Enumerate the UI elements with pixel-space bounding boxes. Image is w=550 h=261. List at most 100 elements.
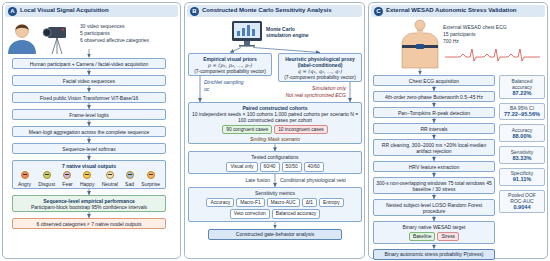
- torso-figure: [402, 20, 438, 68]
- option-chip: 90 congruent cases: [222, 125, 272, 135]
- annotation-label: Late fusion: [246, 177, 270, 183]
- box-text: (7-component probability vector): [281, 74, 359, 80]
- box-text: Balanced accuracy: [276, 211, 317, 217]
- computer-icon: [232, 21, 262, 47]
- option-chip: 60/40: [260, 162, 280, 172]
- process-box: Sequence-level empirical performancePart…: [12, 195, 166, 212]
- box-text: 83.33%: [502, 155, 542, 162]
- process-box: Empirical visual priorsp = (p₁, p₂, ...,…: [188, 53, 272, 76]
- participant-head: [16, 25, 29, 38]
- panel-header: ALocal Visual Signal Acquisition: [5, 5, 178, 17]
- ecg-sensor: [416, 44, 424, 49]
- box-text: Constructed gate-behavior analysis: [211, 231, 339, 237]
- ecg-trace: [445, 49, 540, 61]
- annotation-label: Dirichlet sampling: [204, 79, 243, 85]
- process-box: Fixed public Vision Transformer ViT-Base…: [12, 92, 166, 103]
- annotation-label: αc: [204, 86, 209, 92]
- box-text: 90 congruent cases: [226, 127, 268, 133]
- box-text: Sensitivity metrics: [191, 190, 359, 196]
- flow-arrow: [275, 174, 276, 187]
- panel-title: Local Visual Signal Acquisition: [20, 7, 109, 14]
- option-chip: 50/50: [282, 162, 302, 172]
- panel-header: CExternal WESAD Autonomic Stress Validat…: [371, 5, 545, 17]
- process-box: Chest ECG acquisition: [373, 75, 495, 86]
- head: [415, 20, 425, 30]
- box-text: 300-s non-overlapping windows 75 total w…: [376, 180, 492, 192]
- process-box: Paired constructed cohorts10 independent…: [188, 102, 362, 144]
- metric-box: BA 95% CI77.22–95.56%: [499, 103, 545, 121]
- box-heading: Heuristic physiological proxy (label-con…: [281, 56, 359, 68]
- chest-strap: [402, 45, 438, 48]
- annotation-label: External WESAD chest ECG: [443, 24, 507, 30]
- annotation-label: 5 participants: [80, 30, 110, 36]
- box-text: 88.00%: [502, 133, 542, 140]
- participant-figure: [8, 25, 36, 55]
- process-box: Facial video sequences: [12, 75, 166, 86]
- box-heading: 7 native visual outputs: [15, 163, 163, 169]
- record-dot: [62, 29, 64, 31]
- option-chip: Visual only: [226, 162, 257, 172]
- box-text: Participant-block bootstrap 95% confiden…: [15, 204, 163, 210]
- box-text: Mean-logit aggregation across the comple…: [15, 129, 163, 135]
- annotation-label: Monte Carlo simulation engine: [266, 26, 320, 38]
- acquisition-arrow: [420, 69, 421, 75]
- process-box: 6 observed categories ≠ 7 native model o…: [12, 218, 166, 229]
- chip-group: 90 congruent cases 10 incongruent cases: [191, 125, 359, 135]
- process-box: Frame-level logits: [12, 109, 166, 120]
- monitor-screen: [234, 23, 260, 38]
- box-text: 91.11%: [502, 176, 542, 183]
- metric-box: Sensitivity83.33%: [499, 146, 545, 164]
- metric-box: Specificity91.11%: [499, 168, 545, 186]
- flow-arrow: [275, 144, 276, 151]
- box-text: 87.22%: [502, 90, 542, 97]
- option-chip: Stress: [437, 232, 459, 242]
- engine-arrow: [253, 48, 320, 53]
- box-text: RR intervals: [376, 126, 492, 132]
- option-chip: Macro-AUC: [267, 198, 300, 208]
- box-text: Binary native WESAD target: [376, 224, 492, 230]
- box-text: Δf1: [306, 200, 313, 206]
- emotion-label: Sad: [125, 171, 134, 187]
- process-box: RR intervals: [373, 123, 495, 134]
- monitor-stand: [244, 41, 250, 45]
- option-chip: Macro-F1: [236, 198, 265, 208]
- process-box: Tested configurationsVisual only60/4050/…: [188, 151, 362, 174]
- panel-letter: C: [374, 7, 383, 16]
- box-text: Human participant + Camera / facial-vide…: [15, 61, 163, 67]
- process-box: Nested subject-level LOSO Random Forest …: [373, 199, 495, 216]
- box-text: 6 observed categories ≠ 7 native model o…: [15, 221, 163, 227]
- flow-arrow: [200, 76, 201, 102]
- engine-arrow: [230, 48, 241, 53]
- box-text: Chest ECG acquisition: [376, 78, 492, 84]
- annotation-label: 700 Hz: [443, 38, 459, 44]
- box-text: Tested configurations: [191, 154, 359, 160]
- screen-bar: [237, 31, 240, 36]
- emotion-label: Disgust: [38, 171, 55, 187]
- option-chip: Veto correction: [230, 209, 270, 219]
- torso: [402, 33, 438, 68]
- option-chip: Accuracy: [206, 198, 234, 208]
- emotion-label: Neutral: [102, 171, 118, 187]
- box-text: RR cleaning, 300–2000 ms >20% local-medi…: [376, 142, 492, 154]
- box-text: Macro-F1: [240, 200, 261, 206]
- panel-letter: A: [8, 7, 17, 16]
- monitor-base: [239, 45, 255, 47]
- process-box: Heuristic physiological proxy (label-con…: [278, 53, 362, 82]
- box-text: (7-component probability vector): [191, 68, 269, 74]
- annotation-label: 30 video sequences: [80, 23, 124, 29]
- box-heading: Sequence-level empirical performance: [15, 198, 163, 204]
- box-text: 40/60: [308, 164, 320, 170]
- scenario-label: Smiling Mask scenario: [191, 136, 359, 142]
- screen-bar: [242, 28, 245, 36]
- panel-letter: B: [190, 7, 199, 16]
- screen-bar: [252, 29, 255, 36]
- option-chip: 40/60: [304, 162, 324, 172]
- box-text: Entropy: [323, 200, 340, 206]
- box-heading: Empirical visual priors: [191, 56, 269, 62]
- option-chip: Baseline: [409, 232, 435, 242]
- camera-tripod: [52, 38, 62, 54]
- process-box: Pan–Tompkins R-peak detection: [373, 107, 495, 118]
- option-chip: 10 incongruent cases: [274, 125, 328, 135]
- process-box: Human participant + Camera / facial-vide…: [12, 58, 166, 69]
